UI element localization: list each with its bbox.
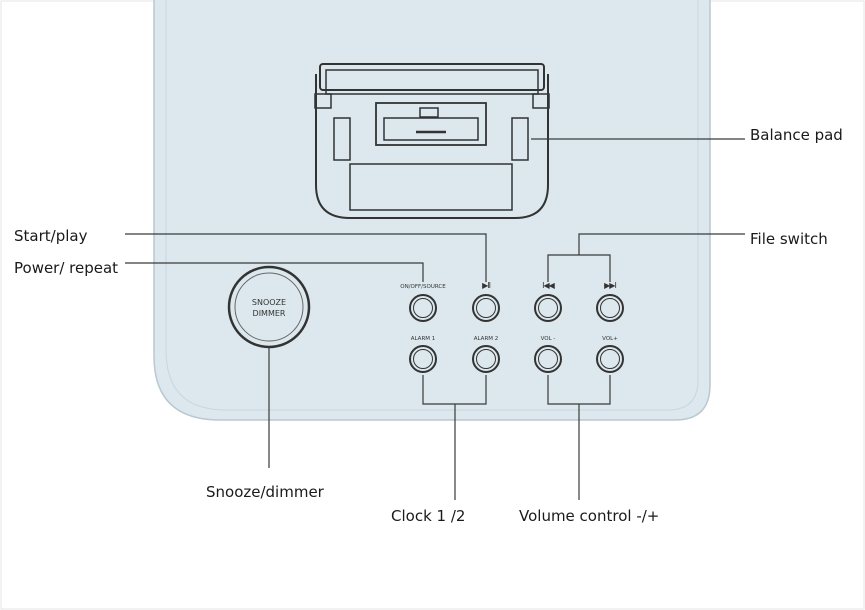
dock-hinge-left	[314, 93, 332, 109]
leader-lines	[125, 138, 745, 500]
vol-down-button-inner	[538, 349, 558, 369]
dock-front-window	[349, 163, 513, 211]
prev-button-inner	[538, 298, 558, 318]
play-pause-button-inner	[476, 298, 496, 318]
snooze-button-inner	[234, 272, 304, 342]
leader-power-repeat	[125, 262, 424, 282]
panel-inner-edge	[165, 0, 699, 411]
dimmer-label: DIMMER	[252, 309, 286, 318]
alarm1-label: ALARM 1	[410, 336, 436, 342]
play-pause-label: ▶II	[482, 281, 491, 290]
vol-down-label: VOL -	[540, 336, 556, 342]
dock-body	[315, 74, 549, 219]
vol-up-button-inner	[600, 349, 620, 369]
on-off-source-button-inner	[413, 298, 433, 318]
leader-file-switch	[578, 233, 745, 255]
prev-label: I◀◀	[542, 281, 555, 290]
callout-volume: Volume control -/+	[519, 507, 660, 525]
callout-start-play: Start/play	[14, 227, 88, 245]
next-label: ▶▶I	[604, 281, 617, 290]
vol-up-label: VOL+	[602, 336, 618, 342]
dock-connector-pin	[419, 107, 439, 118]
callout-power-repeat: Power/ repeat	[14, 259, 119, 277]
callout-snooze-dimmer: Snooze/dimmer	[206, 483, 324, 501]
on-off-source-label: ON/OFF/SOURCE	[400, 284, 446, 290]
next-button-inner	[600, 298, 620, 318]
button-grid	[409, 294, 624, 373]
dock-connector-tray	[383, 117, 479, 141]
dock	[314, 63, 550, 219]
snooze-label: SNOOZE	[251, 298, 287, 307]
snooze-button-text: SNOOZE DIMMER	[229, 297, 309, 319]
alarm2-label: ALARM 2	[473, 336, 499, 342]
dock-connector-well	[375, 102, 487, 146]
callout-balance-pad: Balance pad	[750, 126, 843, 144]
dock-hinge-right	[532, 93, 550, 109]
alarm2-button-inner	[476, 349, 496, 369]
balance-pad-right	[511, 117, 529, 161]
alarm1-button-inner	[413, 349, 433, 369]
callout-clock: Clock 1 /2	[391, 507, 466, 525]
balance-pad-left	[333, 117, 351, 161]
callout-file-switch: File switch	[750, 230, 828, 248]
leader-start-play	[125, 233, 487, 282]
dock-cradle	[325, 69, 539, 95]
dock-top-rim	[319, 63, 545, 91]
